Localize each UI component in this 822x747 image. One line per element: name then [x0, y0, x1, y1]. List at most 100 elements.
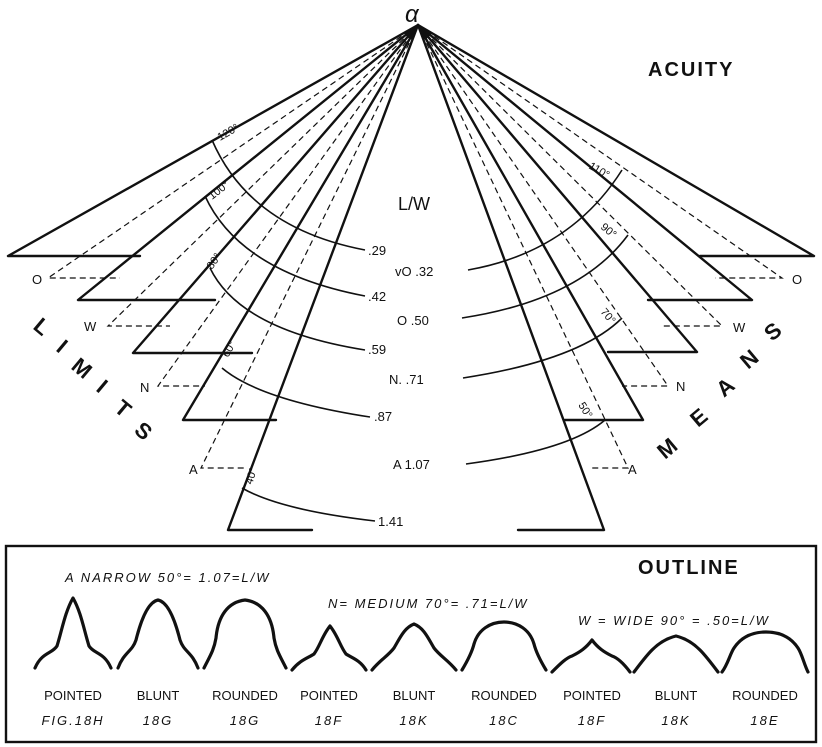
ratio-59: .59	[368, 342, 386, 357]
dash-right-n	[417, 24, 670, 387]
ratio-labels: .29 vO .32 .42 O .50 .59 N. .71 .87 A 1.…	[368, 243, 433, 529]
ratio-arcs	[204, 139, 629, 522]
outline-fig-3: 18G	[230, 713, 261, 728]
limit-line-100	[76, 23, 420, 302]
means-letter-3: A	[711, 372, 739, 401]
mean-line-50	[416, 23, 645, 422]
arc-42	[204, 195, 366, 297]
ratio-87: .87	[374, 409, 392, 424]
arc-59	[209, 267, 366, 351]
angle-110: 110°	[587, 160, 612, 181]
outline-labels: POINTED BLUNT ROUNDED POINTED BLUNT ROUN…	[44, 688, 798, 703]
mean-line-110	[416, 23, 816, 258]
limit-line-40	[226, 23, 420, 532]
dash-left-w	[106, 24, 419, 327]
outline-fig-8: 18K	[661, 713, 690, 728]
means-letter-2: E	[685, 403, 712, 432]
shape-rounded-narrow	[202, 598, 288, 670]
means-letter-5: S	[759, 317, 786, 346]
outline-label-2: BLUNT	[137, 688, 180, 703]
arc-29	[211, 139, 366, 251]
shape-blunt-medium	[370, 622, 458, 672]
legend-narrow: A NARROW 50°= 1.07=L/W	[64, 570, 271, 585]
outline-fig-9: 18E	[750, 713, 779, 728]
angle-100: 100°	[206, 179, 231, 202]
shape-blunt-wide	[632, 634, 720, 674]
angle-60: 60°	[220, 339, 239, 359]
dashed-guides	[46, 24, 784, 469]
ratio-141: 1.41	[378, 514, 403, 529]
dash-right-a	[417, 24, 629, 469]
marker-right-o: O	[792, 272, 802, 287]
dash-left-n	[156, 24, 419, 387]
arc-32	[467, 169, 623, 271]
limits-letter-5: T	[110, 395, 137, 423]
markers-left: O W N A	[32, 272, 198, 477]
outline-label-7: POINTED	[563, 688, 621, 703]
outline-label-9: ROUNDED	[732, 688, 798, 703]
alpha-symbol: α	[405, 1, 420, 28]
outline-shapes	[33, 596, 810, 674]
shape-pointed-medium	[290, 624, 368, 672]
left-limit-lines	[6, 23, 420, 532]
limit-line-60	[181, 23, 420, 422]
ratio-107: A 1.07	[393, 457, 430, 472]
arc-141	[241, 487, 376, 522]
ratio-42: .42	[368, 289, 386, 304]
markers-right: O W N A	[628, 272, 802, 477]
limits-letter-2: I	[52, 335, 73, 358]
limits-letter-6: S	[130, 417, 157, 446]
outline-panel: OUTLINE A NARROW 50°= 1.07=L/W N= MEDIUM…	[4, 544, 818, 744]
acuity-diagram: α ACUITY	[6, 1, 816, 532]
outline-label-6: ROUNDED	[471, 688, 537, 703]
angle-labels-right: 110° 90° 70° 50°	[575, 160, 618, 420]
marker-right-n: N	[676, 379, 685, 394]
ratio-29: .29	[368, 243, 386, 258]
angle-40: 40°	[243, 466, 260, 486]
outline-fig-1: FIG.18H	[41, 713, 104, 728]
means-word: M E A N S	[652, 317, 786, 464]
limit-line-120	[6, 23, 420, 258]
outline-label-4: POINTED	[300, 688, 358, 703]
outline-fig-2: 18G	[143, 713, 174, 728]
legend-medium: N= MEDIUM 70°= .71=L/W	[328, 596, 529, 611]
shape-rounded-medium	[460, 620, 548, 672]
means-letter-1: M	[652, 433, 682, 464]
limits-letter-4: I	[92, 375, 113, 398]
marker-right-w: W	[733, 320, 746, 335]
outline-frame	[4, 544, 818, 744]
dash-left-o	[46, 24, 419, 279]
limits-letter-3: M	[67, 353, 97, 384]
ratio-32: vO .32	[395, 264, 433, 279]
outline-label-1: POINTED	[44, 688, 102, 703]
outline-fig-5: 18K	[399, 713, 428, 728]
right-mean-lines	[416, 23, 816, 532]
marker-left-w: W	[84, 319, 97, 334]
acuity-title: ACUITY	[648, 59, 734, 81]
outline-fig-6: 18C	[489, 713, 519, 728]
outline-fig-refs: FIG.18H 18G 18G 18F 18K 18C 18F 18K 18E	[41, 713, 779, 728]
marker-right-a: A	[628, 462, 637, 477]
dash-left-a	[200, 24, 419, 469]
legend-wide: W = WIDE 90° = .50=L/W	[578, 613, 770, 628]
dash-right-o	[417, 24, 784, 279]
outline-fig-4: 18F	[315, 713, 343, 728]
shape-rounded-wide	[720, 630, 810, 674]
angle-50: 50°	[575, 400, 594, 420]
angle-120: 120°	[216, 122, 242, 144]
outline-label-5: BLUNT	[393, 688, 436, 703]
limits-letter-1: L	[29, 313, 55, 341]
limit-line-80	[131, 23, 420, 355]
arc-50	[461, 234, 629, 319]
shape-pointed-narrow	[33, 596, 113, 670]
means-letter-4: N	[735, 344, 763, 373]
dash-right-w	[417, 24, 724, 327]
lw-label: L/W	[398, 194, 430, 214]
marker-left-o: O	[32, 272, 42, 287]
shape-pointed-wide	[550, 638, 632, 674]
shape-blunt-narrow	[116, 598, 200, 670]
marker-left-a: A	[189, 462, 198, 477]
mean-line-70	[416, 23, 699, 354]
outline-label-3: ROUNDED	[212, 688, 278, 703]
outline-label-8: BLUNT	[655, 688, 698, 703]
